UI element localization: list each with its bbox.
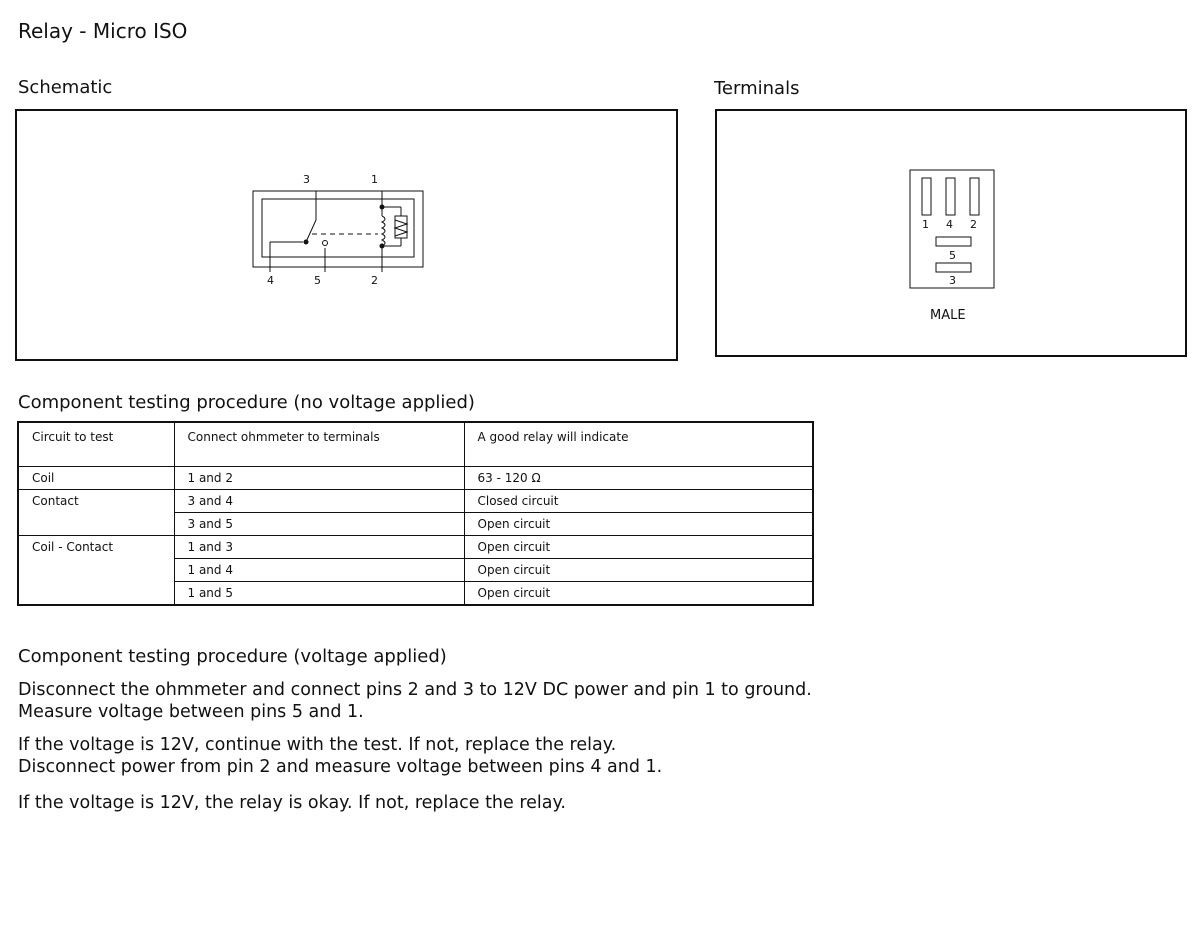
terminal-blade-3 bbox=[935, 262, 972, 273]
schematic-pin-1-label: 1 bbox=[371, 173, 378, 186]
table-row: 3 and 5 Open circuit bbox=[17, 511, 814, 535]
terminal-blade-5 bbox=[935, 236, 972, 247]
step-1-line-2: Measure voltage between pins 5 and 1. bbox=[18, 702, 364, 722]
voltage-test-step-2: If the voltage is 12V, continue with the… bbox=[18, 734, 662, 778]
result-cell: 63 - 120 Ω bbox=[463, 465, 814, 489]
circuit-cell bbox=[17, 581, 175, 605]
voltage-test-heading: Component testing procedure (voltage app… bbox=[18, 646, 447, 667]
step-2-line-1: If the voltage is 12V, continue with the… bbox=[18, 735, 617, 755]
table-row: Coil - Contact 1 and 3 Open circuit bbox=[17, 534, 814, 558]
circuit-cell: Contact bbox=[17, 488, 175, 512]
result-cell: Open circuit bbox=[463, 557, 814, 581]
terminal-pin-5-label: 5 bbox=[949, 249, 956, 262]
table-row: 1 and 5 Open circuit bbox=[17, 580, 814, 605]
table-header-row: Circuit to test Connect ohmmeter to term… bbox=[17, 422, 814, 467]
schematic-pin-4-label: 4 bbox=[267, 274, 274, 287]
relay-terminals-diagram: 1 4 2 5 3 bbox=[909, 169, 995, 289]
terminal-gender-label: MALE bbox=[930, 308, 966, 323]
voltage-test-step-3: If the voltage is 12V, the relay is okay… bbox=[18, 792, 566, 814]
table-row: Contact 3 and 4 Closed circuit bbox=[17, 488, 814, 512]
resistor bbox=[394, 215, 408, 239]
terminal-pin-4-label: 4 bbox=[946, 218, 953, 231]
terminals-panel bbox=[715, 109, 1187, 357]
terminal-blade-1 bbox=[921, 177, 932, 216]
terminal-pin-2-label: 2 bbox=[970, 218, 977, 231]
terminals-heading: Terminals bbox=[714, 78, 800, 99]
schematic-pin-3-label: 3 bbox=[303, 173, 310, 186]
terminals-cell: 1 and 3 bbox=[173, 534, 465, 558]
circuit-cell bbox=[17, 512, 175, 535]
schematic-pin-5-label: 5 bbox=[314, 274, 321, 287]
result-cell: Open circuit bbox=[463, 580, 814, 605]
component-test-table: Circuit to test Connect ohmmeter to term… bbox=[17, 421, 814, 606]
terminal-pin-3-label: 3 bbox=[949, 274, 956, 287]
schematic-outer-frame bbox=[252, 190, 424, 268]
header-terminals: Connect ohmmeter to terminals bbox=[173, 422, 465, 467]
terminal-blade-2 bbox=[969, 177, 980, 216]
table-row: 1 and 4 Open circuit bbox=[17, 557, 814, 581]
schematic-heading: Schematic bbox=[18, 77, 113, 98]
terminal-housing bbox=[909, 169, 995, 289]
step-3-line-1: If the voltage is 12V, the relay is okay… bbox=[18, 793, 566, 813]
page-title: Relay - Micro ISO bbox=[18, 19, 188, 43]
result-cell: Open circuit bbox=[463, 534, 814, 558]
coil-winding bbox=[380, 215, 386, 247]
terminals-cell: 3 and 4 bbox=[173, 488, 465, 512]
header-result: A good relay will indicate bbox=[463, 422, 814, 467]
step-2-line-2: Disconnect power from pin 2 and measure … bbox=[18, 757, 663, 777]
terminal-blade-4 bbox=[945, 177, 956, 216]
terminals-cell: 3 and 5 bbox=[173, 511, 465, 535]
table-row: Coil 1 and 2 63 - 120 Ω bbox=[17, 465, 814, 489]
schematic-panel bbox=[15, 109, 678, 361]
result-cell: Open circuit bbox=[463, 511, 814, 535]
switch-arm bbox=[305, 219, 317, 243]
header-circuit: Circuit to test bbox=[17, 422, 175, 467]
schematic-pin-2-label: 2 bbox=[371, 274, 378, 287]
terminals-cell: 1 and 2 bbox=[173, 465, 465, 489]
result-cell: Closed circuit bbox=[463, 488, 814, 512]
voltage-test-step-1: Disconnect the ohmmeter and connect pins… bbox=[18, 679, 812, 723]
circuit-cell bbox=[17, 558, 175, 581]
terminals-cell: 1 and 5 bbox=[173, 580, 465, 605]
step-1-line-1: Disconnect the ohmmeter and connect pins… bbox=[18, 680, 812, 700]
schematic-inner-frame bbox=[261, 198, 415, 258]
terminal-pin-1-label: 1 bbox=[922, 218, 929, 231]
circuit-cell: Coil bbox=[17, 465, 175, 489]
terminals-cell: 1 and 4 bbox=[173, 557, 465, 581]
relay-schematic-diagram: 3 1 4 5 2 bbox=[252, 173, 424, 287]
no-voltage-test-heading: Component testing procedure (no voltage … bbox=[18, 392, 475, 413]
circuit-cell: Coil - Contact bbox=[17, 534, 175, 558]
